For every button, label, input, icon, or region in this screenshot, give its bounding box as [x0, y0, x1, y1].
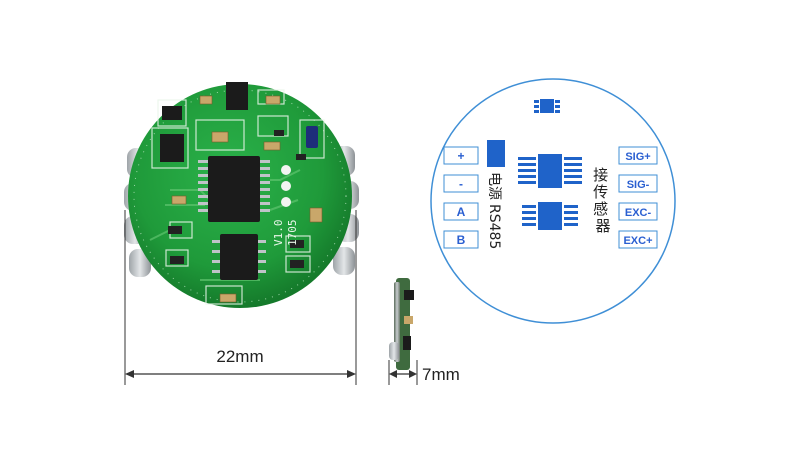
thickness-label: 7mm [422, 365, 460, 384]
power-label: 电源 [486, 172, 502, 200]
lower-chip-icon [522, 202, 578, 230]
pin-sig-minus: SIG- [627, 179, 650, 191]
lower-ic [212, 234, 266, 280]
pin-rs485-b: B [457, 233, 466, 247]
pin-box-sig-plus [618, 146, 658, 165]
pin-rs485-a: A [457, 205, 466, 219]
pin-box-rs485-b [443, 230, 479, 249]
pin-power-plus: + [457, 149, 464, 163]
power-connector-bar [487, 140, 505, 167]
pinout-circle [430, 78, 676, 324]
pin-exc-plus: EXC+ [623, 235, 652, 247]
top-chip-icon [534, 99, 560, 113]
pinout-diagram: + - A B 电源 RS485 接 传 感 器 SIG+ SIG- EXC- [430, 78, 676, 324]
rs485-label: RS485 [486, 204, 502, 249]
pin-box-sig-minus [618, 174, 658, 193]
middle-chip-icon [518, 154, 582, 188]
pin-box-exc-plus [618, 230, 658, 249]
pcb-photo: V1.0 1705 [124, 82, 359, 308]
pin-box-power-plus [443, 146, 479, 165]
pin-power-minus: - [459, 177, 463, 191]
pcb-side-view: 7mm [388, 278, 460, 385]
pcb-date-text: 1705 [286, 220, 299, 247]
diameter-dimension: 22mm [124, 210, 357, 385]
pin-exc-minus: EXC- [625, 207, 652, 219]
right-pin-column: SIG+ SIG- EXC- EXC+ [618, 146, 658, 249]
pin-sig-plus: SIG+ [625, 151, 650, 163]
pcb-version-text: V1.0 [272, 220, 285, 247]
pin-box-exc-minus [618, 202, 658, 221]
diameter-label: 22mm [216, 347, 263, 366]
pin-box-power-minus [443, 174, 479, 193]
sensor-label: 接 传 感 器 [593, 166, 613, 235]
pin-box-rs485-a [443, 202, 479, 221]
left-pin-column: + - A B [443, 146, 479, 249]
main-ic [198, 156, 270, 222]
